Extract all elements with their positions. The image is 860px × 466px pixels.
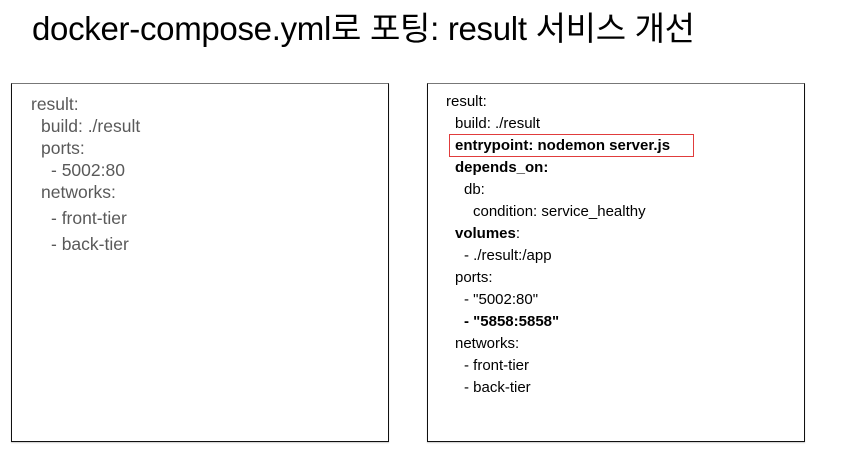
code-line-text: depends_on:: [455, 159, 549, 176]
improved-compose-panel: result: build: ./result entrypoint: nodemo…: [427, 83, 805, 442]
entrypoint-highlight-box: [449, 134, 694, 157]
code-line: networks:: [41, 182, 116, 203]
code-line: - back-tier: [51, 234, 129, 255]
code-line-text: - "5002:80": [464, 291, 539, 308]
code-line-text: - front-tier: [51, 208, 127, 228]
slide-title: docker-compose.yml로 포팅: result 서비스 개선: [32, 10, 695, 47]
code-line: db:: [464, 181, 485, 198]
code-line-text: ports:: [455, 269, 493, 286]
code-line: - ./result:/app: [464, 247, 552, 264]
code-line: networks:: [455, 335, 519, 352]
code-line-text: condition: service_healthy: [473, 203, 646, 220]
code-line: - 5002:80: [51, 160, 125, 181]
code-line: result:: [446, 93, 487, 110]
code-line-text: networks:: [41, 182, 116, 202]
code-line: ports:: [455, 269, 493, 286]
code-line: depends_on:: [455, 159, 548, 176]
code-line: build: ./result: [41, 116, 140, 137]
code-line: volumes:: [455, 225, 520, 242]
code-line-text: result:: [31, 94, 79, 114]
code-line-text: build: ./result: [41, 116, 141, 136]
code-line: - back-tier: [464, 379, 531, 396]
code-line: build: ./result: [455, 115, 540, 132]
code-line-text: result:: [446, 93, 487, 110]
code-line: - front-tier: [51, 208, 127, 229]
code-line-text: ports:: [41, 138, 85, 158]
code-line-text: volumes: [455, 225, 516, 242]
code-line: - "5002:80": [464, 291, 538, 308]
code-line: condition: service_healthy: [473, 203, 646, 220]
code-line: - front-tier: [464, 357, 529, 374]
code-line-text: - 5002:80: [51, 160, 125, 180]
code-line: entrypoint: nodemon server.js: [455, 137, 670, 154]
code-line-text: - back-tier: [464, 379, 531, 396]
code-line-text: build: ./result: [455, 115, 541, 132]
code-line-text: db:: [464, 181, 485, 198]
code-line: ports:: [41, 138, 85, 159]
code-line-suffix: :: [515, 225, 521, 242]
code-line: result:: [31, 94, 79, 115]
code-line-text: - front-tier: [464, 357, 530, 374]
code-line: - "5858:5858": [464, 313, 559, 330]
code-line-text: - ./result:/app: [464, 247, 552, 264]
code-line-text: entrypoint: nodemon server.js: [455, 137, 671, 154]
code-line-text: - "5858:5858": [464, 313, 560, 330]
code-line-text: networks:: [455, 335, 520, 352]
code-line-text: - back-tier: [51, 234, 129, 254]
